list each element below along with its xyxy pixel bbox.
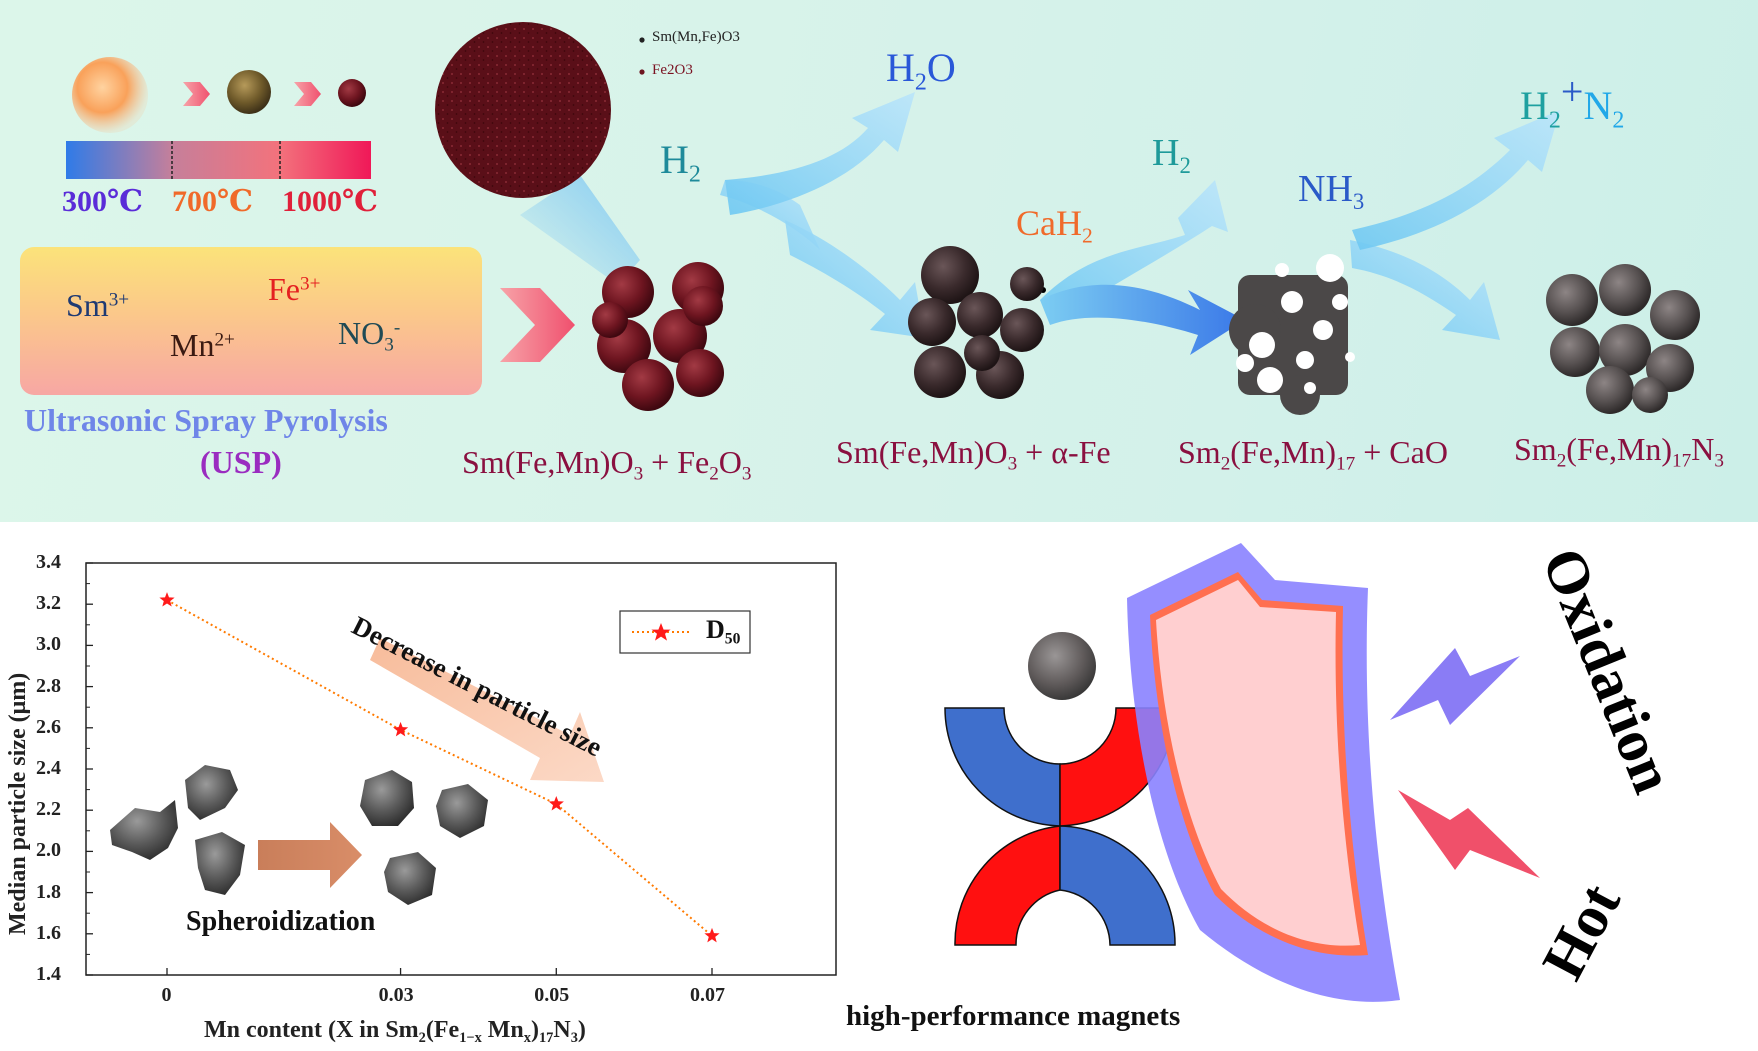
y-tick-label: 2.8 xyxy=(36,674,61,697)
y-tick-label: 1.6 xyxy=(36,921,61,944)
small-arrow-1 xyxy=(183,82,210,106)
legend-phase-1: Sm(Mn,Fe)O3 xyxy=(652,29,740,45)
y-tick-label: 2.2 xyxy=(36,798,61,821)
x-tick-label: 0.03 xyxy=(378,984,414,1006)
gas-nh3: NH3 xyxy=(1298,168,1365,214)
process-panel: Sm(Mn,Fe)O3 Fe2O3 300℃ 700℃ 1000℃ Sm3+ F… xyxy=(0,0,1758,522)
small-arrow-2 xyxy=(294,82,321,106)
decrease-arrow xyxy=(370,638,604,782)
magnet-north-bottom xyxy=(954,825,1061,946)
x-axis-label: Mn content (X in Sm2(Fe1−x Mnx)17N3) xyxy=(204,1017,586,1047)
particle-cluster-alloy xyxy=(1229,254,1355,415)
temp-low: 300℃ xyxy=(62,185,143,218)
particle-cluster-oxide xyxy=(592,262,724,411)
usp-name: Ultrasonic Spray Pyrolysis xyxy=(24,402,388,438)
magnetic-particle xyxy=(1028,632,1096,700)
calciothermic-reduction-arrow xyxy=(1040,180,1245,355)
y-axis-ticks xyxy=(86,562,93,976)
particle-cluster-reduced xyxy=(908,246,1046,399)
gas-h2-out: H2 xyxy=(1152,132,1191,178)
precursor-solution-box: Sm3+ Fe3+ Mn2+ NO3- xyxy=(20,247,482,395)
spheroidized-particles xyxy=(360,770,488,905)
zoom-particle xyxy=(435,22,611,198)
ion-mn: Mn2+ xyxy=(170,327,235,363)
d50-marker xyxy=(704,927,720,943)
stage-label-2: Sm(Fe,Mn)O3 + α-Fe xyxy=(836,434,1111,475)
usp-abbr: (USP) xyxy=(200,444,282,480)
spheroidization-arrow xyxy=(258,822,362,888)
x-tick-label: 0 xyxy=(161,984,172,1006)
hydrogen-reduction-arrow xyxy=(720,92,925,338)
particle-cluster-nitride xyxy=(1546,264,1700,414)
legend-marker xyxy=(651,623,671,641)
stage-label-3: Sm2(Fe,Mn)17 + CaO xyxy=(1178,434,1448,475)
y-tick-label: 2.4 xyxy=(36,757,61,779)
d50-line xyxy=(166,599,713,937)
nitridation-arrow xyxy=(1350,110,1560,340)
x-tick-label: 0.07 xyxy=(690,984,725,1006)
x-tick-label: 0.05 xyxy=(534,984,570,1006)
magnet-south-bottom xyxy=(1059,825,1176,946)
temp-high: 1000℃ xyxy=(282,185,378,218)
dried-particle xyxy=(227,70,271,114)
calcined-particle xyxy=(338,79,366,107)
stage-label-4: Sm2(Fe,Mn)17N3 xyxy=(1514,431,1724,472)
oxidation-bolt xyxy=(1390,648,1520,725)
irregular-particles xyxy=(110,765,245,895)
y-tick-label: 1.4 xyxy=(36,963,61,985)
ion-fe: Fe3+ xyxy=(268,271,321,307)
temperature-bar xyxy=(66,141,371,179)
gas-h2o-out: H2O xyxy=(886,45,956,96)
gas-h2-n2-out: H2+N2 xyxy=(1520,69,1625,134)
legend-dot-2 xyxy=(639,69,645,75)
y-axis-label: Median particle size (μm) xyxy=(5,672,31,935)
d50-marker xyxy=(392,721,409,737)
inset-label: Spheroidization xyxy=(186,906,376,937)
chart-legend xyxy=(619,610,751,654)
heat-bolt xyxy=(1398,790,1540,878)
y-tick-label: 2.6 xyxy=(36,715,61,738)
protective-shield xyxy=(1127,543,1400,1002)
droplet xyxy=(72,57,148,133)
y-tick-label: 3.2 xyxy=(36,592,61,615)
y-tick-label: 2.0 xyxy=(36,839,61,862)
y-tick-label: 3.4 xyxy=(36,551,61,573)
y-tick-label: 1.8 xyxy=(36,880,61,903)
ion-sm: Sm3+ xyxy=(66,287,130,323)
d50-markers xyxy=(159,592,720,943)
temp-mid: 700℃ xyxy=(172,185,253,218)
x-axis-ticks xyxy=(166,968,713,975)
y-tick-label: 3.0 xyxy=(36,633,61,656)
stage-label-1: Sm(Fe,Mn)O3 + Fe2O3 xyxy=(462,444,752,485)
gas-h2-in: H2 xyxy=(660,137,701,188)
legend-phase-2: Fe2O3 xyxy=(652,62,693,78)
gas-cah2: CaH2 xyxy=(1016,203,1093,248)
ion-no3: NO3- xyxy=(338,315,401,356)
legend-dot-1 xyxy=(639,37,645,43)
magnet-caption: high-performance magnets xyxy=(846,1000,1181,1032)
d50-marker xyxy=(159,592,175,607)
zoom-cone xyxy=(520,175,640,285)
magnet-south-top xyxy=(944,707,1061,827)
d50-marker xyxy=(548,796,564,811)
usp-arrow xyxy=(500,288,575,362)
legend-label: D50 xyxy=(706,615,741,648)
process-graphics xyxy=(66,22,1700,415)
